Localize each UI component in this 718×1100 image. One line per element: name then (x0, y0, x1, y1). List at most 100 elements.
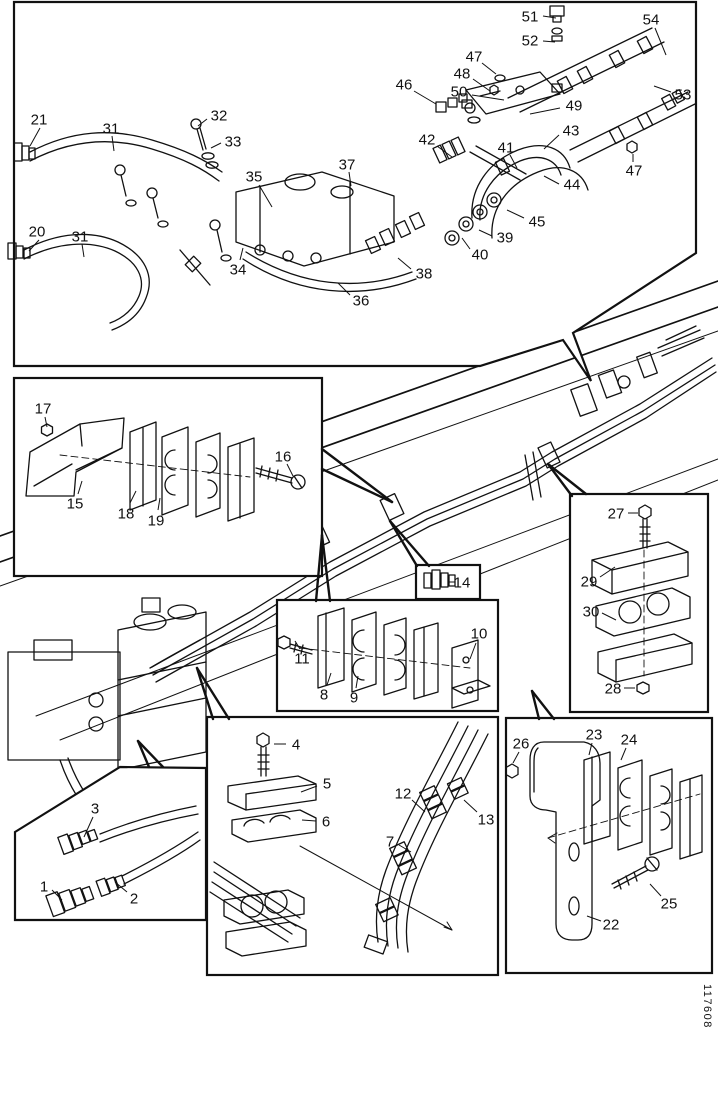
callout-20: 20 (28, 224, 46, 252)
pointer-wedges (136, 447, 588, 769)
callout-54: 54 (643, 12, 667, 56)
callout-7: 7 (386, 834, 412, 853)
callout-6: 6 (301, 814, 330, 831)
svg-text:49: 49 (566, 98, 583, 115)
callout-12: 12 (395, 786, 426, 813)
svg-text:21: 21 (31, 112, 48, 129)
callout-51: 51 (522, 9, 557, 26)
svg-text:53: 53 (675, 87, 692, 104)
callout-23: 23 (586, 727, 603, 756)
callout-33: 33 (210, 134, 241, 151)
svg-text:35: 35 (246, 169, 263, 186)
callout-3: 3 (83, 801, 99, 838)
pipe-bundle (149, 325, 717, 683)
svg-text:4: 4 (292, 737, 300, 754)
callout-46: 46 (396, 77, 437, 105)
callout-19: 19 (148, 497, 165, 530)
callout-47: 47 (466, 49, 497, 75)
callout-5: 5 (300, 776, 331, 793)
svg-text:41: 41 (498, 140, 515, 157)
callout-15: 15 (67, 480, 84, 513)
svg-text:52: 52 (522, 33, 539, 50)
callout-22: 22 (586, 915, 619, 934)
svg-text:6: 6 (322, 814, 330, 831)
svg-text:54: 54 (643, 12, 660, 29)
callout-10: 10 (469, 626, 487, 660)
callout-17: 17 (35, 401, 52, 428)
svg-text:39: 39 (497, 230, 514, 247)
svg-text:23: 23 (586, 727, 603, 744)
callout-8: 8 (320, 672, 332, 704)
callout-21: 21 (29, 112, 48, 147)
svg-text:32: 32 (211, 108, 228, 125)
svg-text:20: 20 (29, 224, 46, 241)
callout-48: 48 (454, 66, 491, 92)
svg-text:37: 37 (339, 157, 356, 174)
svg-text:34: 34 (230, 262, 247, 279)
svg-text:31: 31 (103, 121, 120, 138)
svg-text:16: 16 (275, 449, 292, 466)
callout-30: 30 (583, 604, 617, 621)
svg-text:45: 45 (529, 214, 546, 231)
callout-37: 37 (339, 157, 356, 187)
svg-text:2: 2 (130, 891, 138, 908)
svg-text:1: 1 (40, 879, 48, 896)
svg-text:29: 29 (581, 574, 598, 591)
svg-text:15: 15 (67, 496, 84, 513)
callout-28: 28 (605, 681, 635, 698)
svg-text:38: 38 (416, 266, 433, 283)
callout-39: 39 (478, 230, 514, 247)
figure-id-label: 117608 (701, 984, 713, 1029)
svg-text:26: 26 (513, 736, 530, 753)
callout-36: 36 (337, 282, 370, 310)
svg-text:19: 19 (148, 513, 165, 530)
svg-text:31: 31 (72, 229, 89, 246)
callout-47: 47 (626, 154, 643, 180)
callout-24: 24 (620, 732, 638, 761)
callout-32: 32 (197, 108, 228, 127)
callout-42: 42 (419, 132, 453, 158)
svg-text:46: 46 (396, 77, 413, 94)
top-panel-art (7, 5, 696, 331)
svg-text:12: 12 (395, 786, 412, 803)
svg-text:9: 9 (350, 690, 358, 707)
callout-35: 35 (246, 169, 273, 208)
callout-2: 2 (114, 881, 138, 908)
svg-text:14: 14 (454, 575, 471, 592)
svg-text:13: 13 (478, 812, 495, 829)
svg-text:48: 48 (454, 66, 471, 83)
callout-25: 25 (649, 883, 677, 913)
callout-44: 44 (543, 175, 581, 194)
inset-clamp-27-30 (568, 492, 710, 714)
svg-text:47: 47 (626, 163, 643, 180)
svg-text:30: 30 (583, 604, 600, 621)
svg-text:17: 17 (35, 401, 52, 418)
inset-fitting-14 (414, 563, 482, 601)
svg-text:47: 47 (466, 49, 483, 66)
callout-45: 45 (506, 209, 546, 231)
inset-clamp-15-19 (12, 376, 324, 578)
svg-text:24: 24 (621, 732, 638, 749)
inset-clamp-hoses-4-13 (205, 715, 500, 977)
callout-29: 29 (581, 566, 616, 591)
svg-text:36: 36 (353, 293, 370, 310)
svg-text:43: 43 (563, 123, 580, 140)
inset-bracket-22-26 (504, 716, 714, 975)
callout-31: 31 (72, 229, 89, 258)
callout-40: 40 (461, 237, 488, 264)
callout-11: 11 (294, 640, 310, 668)
svg-text:50: 50 (451, 84, 468, 101)
svg-text:28: 28 (605, 681, 622, 698)
svg-text:8: 8 (320, 687, 328, 704)
inset-clamp-8-11 (275, 598, 500, 713)
callout-52: 52 (522, 33, 556, 50)
svg-text:44: 44 (564, 177, 581, 194)
callout-49: 49 (529, 98, 583, 115)
callout-38: 38 (397, 257, 433, 283)
callout-41: 41 (498, 140, 518, 169)
svg-text:18: 18 (118, 506, 135, 523)
callout-9: 9 (350, 675, 359, 707)
callout-13: 13 (463, 799, 495, 829)
